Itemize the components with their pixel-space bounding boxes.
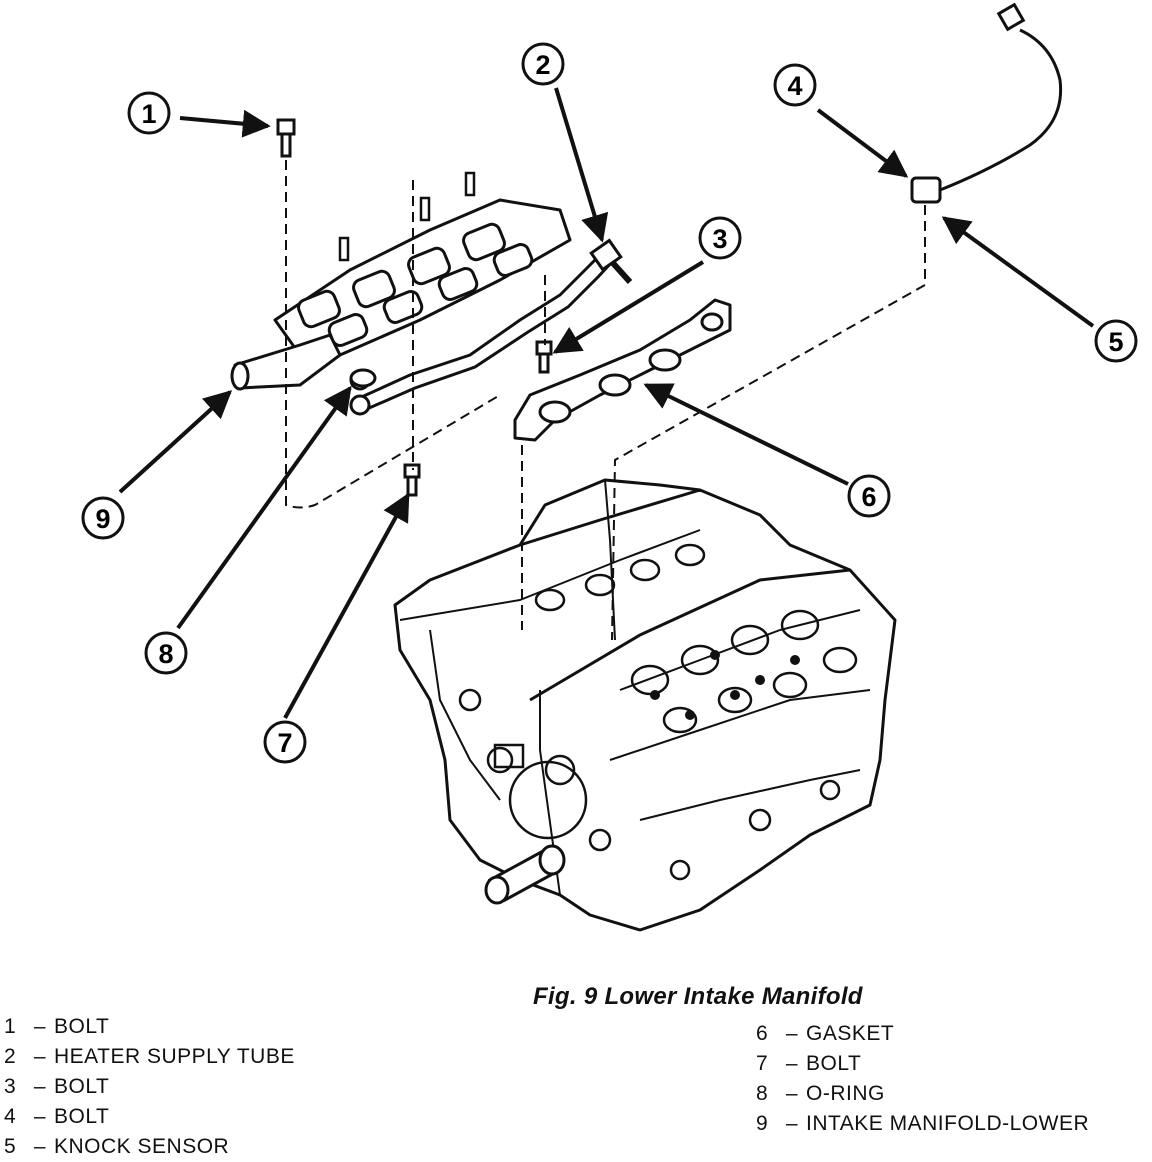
leader-arrows [118, 87, 1095, 719]
callout-3: 3 [698, 216, 742, 260]
legend-item: 6–GASKET [756, 1019, 1089, 1049]
legend-left: 1–BOLT 2–HEATER SUPPLY TUBE 3–BOLT 4–BOL… [4, 1012, 295, 1162]
legend-number: 6 [756, 1022, 769, 1045]
svg-text:9: 9 [95, 504, 110, 534]
arrow-2 [554, 87, 609, 243]
heater-supply-tube [349, 238, 633, 416]
legend-dash: – [33, 1135, 47, 1158]
legend-number: 2 [4, 1045, 17, 1068]
svg-text:3: 3 [712, 224, 727, 254]
callout-5: 5 [1094, 319, 1138, 363]
legend-text: GASKET [806, 1022, 895, 1045]
callout-6: 6 [847, 474, 891, 518]
callout-9: 9 [81, 496, 125, 540]
legend-item: 8–O-RING [756, 1079, 1089, 1109]
legend-item: 5–KNOCK SENSOR [4, 1132, 295, 1162]
legend-number: 1 [4, 1015, 17, 1038]
legend-right: 6–GASKET 7–BOLT 8–O-RING 9–INTAKE MANIFO… [756, 1019, 1089, 1139]
arrow-4 [816, 108, 909, 178]
callout-4: 4 [773, 63, 817, 107]
arrow-6 [643, 383, 849, 486]
engine-head-details [458, 543, 858, 881]
svg-text:5: 5 [1108, 327, 1123, 357]
engine-block [393, 478, 897, 932]
legend-item: 1–BOLT [4, 1012, 295, 1042]
callout-2: 2 [521, 42, 565, 86]
crankshaft-snout [484, 760, 588, 905]
legend-text: BOLT [54, 1105, 110, 1128]
legend-number: 8 [756, 1082, 769, 1105]
legend-text: BOLT [54, 1075, 110, 1098]
legend-dash: – [785, 1082, 799, 1105]
legend-number: 7 [756, 1052, 769, 1075]
legend-dash: – [785, 1022, 799, 1045]
arrow-1 [179, 109, 271, 138]
alignment-lines [285, 160, 926, 641]
legend-dash: – [785, 1112, 799, 1135]
callouts: 1 2 3 4 5 6 7 8 [81, 42, 1138, 764]
legend-item: 9–INTAKE MANIFOLD-LOWER [756, 1109, 1089, 1139]
legend-text: HEATER SUPPLY TUBE [54, 1045, 295, 1068]
svg-text:4: 4 [787, 71, 802, 101]
callout-8: 8 [144, 631, 188, 675]
arrow-7 [283, 492, 410, 719]
legend-number: 5 [4, 1135, 17, 1158]
svg-text:8: 8 [158, 639, 173, 669]
manifold-studs [338, 171, 476, 262]
legend-dash: – [785, 1052, 799, 1075]
bolts [276, 118, 553, 497]
legend-text: KNOCK SENSOR [54, 1135, 230, 1158]
knock-sensor [910, 2, 1063, 204]
legend-item: 7–BOLT [756, 1049, 1089, 1079]
bolt-1 [276, 118, 296, 136]
legend-dash: – [33, 1075, 47, 1098]
svg-text:7: 7 [277, 728, 292, 758]
svg-text:1: 1 [141, 99, 156, 129]
legend-item: 3–BOLT [4, 1072, 295, 1102]
intake-gasket [513, 298, 732, 442]
legend-item: 2–HEATER SUPPLY TUBE [4, 1042, 295, 1072]
arrow-3 [552, 260, 705, 354]
callout-1: 1 [127, 91, 171, 135]
legend-text: BOLT [54, 1015, 110, 1038]
legend-text: INTAKE MANIFOLD-LOWER [806, 1112, 1090, 1135]
callout-7: 7 [263, 720, 307, 764]
legend-dash: – [33, 1015, 47, 1038]
legend-number: 3 [4, 1075, 17, 1098]
engine-bolt-heads [650, 650, 800, 720]
o-ring [349, 368, 377, 388]
legend-dash: – [33, 1045, 47, 1068]
arrow-9 [118, 390, 233, 494]
legend-text: BOLT [806, 1052, 862, 1075]
arrow-5 [941, 216, 1095, 328]
figure-caption: Fig. 9 Lower Intake Manifold [533, 983, 863, 1010]
bolt-7 [403, 463, 421, 479]
legend-dash: – [33, 1105, 47, 1128]
legend-item: 4–BOLT [4, 1102, 295, 1132]
legend-text: O-RING [806, 1082, 885, 1105]
exploded-view-diagram: 1 2 3 4 5 6 7 8 [81, 2, 1138, 932]
legend-number: 4 [4, 1105, 17, 1128]
arrow-8 [176, 385, 352, 630]
intake-manifold-lower [230, 198, 572, 391]
svg-text:2: 2 [535, 50, 550, 80]
svg-text:6: 6 [861, 482, 876, 512]
legend-number: 9 [756, 1112, 769, 1135]
